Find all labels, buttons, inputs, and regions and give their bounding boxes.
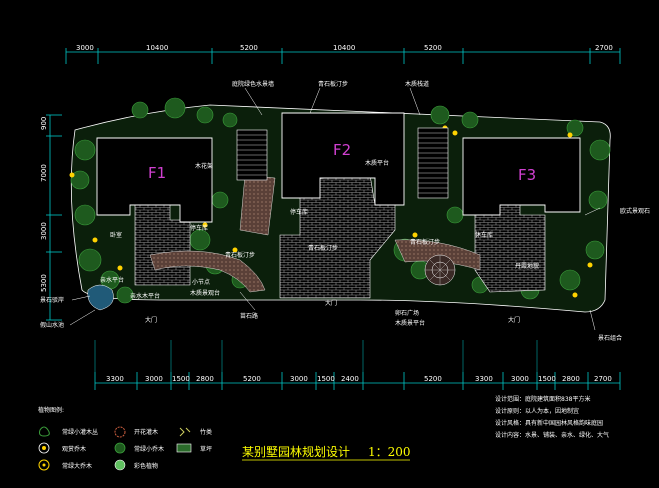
paving-area-f3 bbox=[474, 204, 546, 293]
dim-top-3: 5200 bbox=[240, 44, 258, 52]
stairs-left bbox=[236, 129, 268, 181]
dim-left-3: 3000 bbox=[40, 222, 48, 240]
drawing-scale: 1：200 bbox=[368, 445, 411, 459]
legend-lawn-icon bbox=[176, 443, 192, 453]
dim-top-6: 2700 bbox=[595, 44, 613, 52]
legend-item-8: 彩色植物 bbox=[134, 462, 158, 470]
label-gate-left: 大门 bbox=[145, 316, 157, 324]
legend-item-1: 常绿小灌木丛 bbox=[62, 428, 98, 436]
label-danxia: 丹霞地貌 bbox=[515, 262, 539, 270]
label-waterside-platform: 亲水平台 bbox=[100, 276, 124, 284]
building-label-f3: F3 bbox=[518, 166, 536, 184]
dim-bottom-8: 2400 bbox=[341, 375, 359, 383]
dim-bottom-10: 3300 bbox=[475, 375, 493, 383]
legend-large-tree-icon bbox=[38, 459, 50, 471]
legend-item-6: 草坪 bbox=[200, 445, 212, 453]
label-garage-left: 停车库 bbox=[190, 224, 208, 232]
label-pergola: 木花架 bbox=[195, 162, 213, 170]
legend-flower-shrub-icon bbox=[114, 426, 126, 438]
label-wood-platform: 木质平台 bbox=[365, 159, 389, 167]
top-dimension-chain: 3000 10400 5200 10400 5200 2700 bbox=[65, 44, 621, 64]
dim-left-1: 900 bbox=[40, 117, 48, 130]
legend-small-tree-icon bbox=[114, 442, 126, 454]
legend-item-3: 竹类 bbox=[200, 428, 212, 436]
dim-bottom-7: 1500 bbox=[317, 375, 335, 383]
stairs-right bbox=[417, 127, 449, 199]
building-f1: F1 bbox=[96, 137, 213, 223]
dim-bottom-14: 2700 bbox=[594, 375, 612, 383]
label-stone-path-top: 青石板汀步 bbox=[318, 80, 348, 88]
label-seedling-path: 苗石路 bbox=[240, 312, 258, 320]
label-wood-walkway: 木质栈道 bbox=[405, 80, 429, 88]
dim-bottom-4: 2800 bbox=[196, 375, 214, 383]
legend-item-7: 常绿大乔木 bbox=[62, 462, 92, 470]
building-f3: F3 bbox=[462, 137, 581, 216]
label-stone-path-left: 青石板汀步 bbox=[225, 251, 255, 259]
dim-bottom-5: 5200 bbox=[243, 375, 261, 383]
site-plan: F1 F2 F3 庭院绿色水景墙 青石板汀步 木质栈道 木花架 木质平台 停车库… bbox=[40, 80, 650, 342]
dim-left-2: 7000 bbox=[40, 164, 48, 182]
garden-path-right bbox=[394, 239, 481, 271]
dim-left-4: 5300 bbox=[40, 274, 48, 292]
dim-bottom-9: 5200 bbox=[424, 375, 442, 383]
label-stone-bank: 景石驳岸 bbox=[40, 296, 64, 304]
label-stone-group: 景石组合 bbox=[598, 334, 622, 342]
plan-annotations: 庭院绿色水景墙 青石板汀步 木质栈道 木花架 木质平台 停车库 卧室 停车库 休… bbox=[40, 80, 650, 342]
legend-item-5: 常绿小乔木 bbox=[134, 445, 164, 453]
dim-bottom-11: 3000 bbox=[511, 375, 529, 383]
legend-color-plant-icon bbox=[114, 459, 126, 471]
label-wood-deck: 木质景平台 bbox=[395, 319, 425, 327]
design-note-1: 设计范围：庭院建筑面积838平方米 bbox=[495, 395, 590, 403]
label-pebble-plaza: 卵石广场 bbox=[395, 309, 419, 317]
label-garage-center: 停车库 bbox=[290, 208, 308, 216]
label-gate-right: 大门 bbox=[508, 316, 520, 324]
legend-shrub-icon bbox=[39, 426, 50, 437]
label-small-node: 小节点 bbox=[192, 278, 210, 286]
building-f2: F2 bbox=[281, 112, 405, 206]
dim-top-5: 5200 bbox=[424, 44, 442, 52]
circular-plaza bbox=[424, 254, 456, 286]
design-note-4: 设计内容：水景、铺装、亲水、绿化、大气 bbox=[495, 431, 609, 439]
design-note-3: 设计风格：具有新中国园林风格韵味庭园 bbox=[495, 419, 603, 427]
dim-top-1: 3000 bbox=[76, 44, 94, 52]
pond bbox=[87, 284, 114, 311]
label-waterside-deck: 亲水木平台 bbox=[130, 292, 160, 300]
label-bedroom: 卧室 bbox=[110, 231, 122, 239]
legend-heading: 植物图例: bbox=[38, 406, 64, 414]
dim-bottom-1: 3300 bbox=[106, 375, 124, 383]
dim-top-2: 10400 bbox=[146, 44, 168, 52]
dim-bottom-3: 1500 bbox=[172, 375, 190, 383]
label-landscape-stone: 欧式景观石 bbox=[620, 207, 650, 215]
label-stone-path-right: 青石板汀步 bbox=[410, 238, 440, 246]
legend-bamboo-icon bbox=[179, 427, 191, 437]
garden-path-left bbox=[149, 250, 266, 293]
label-garage-right: 休车库 bbox=[475, 231, 493, 239]
dim-bottom-13: 2800 bbox=[562, 375, 580, 383]
building-label-f2: F2 bbox=[333, 141, 351, 159]
paving-area-f2 bbox=[279, 174, 396, 299]
label-water-wall: 庭院绿色水景墙 bbox=[232, 80, 274, 88]
title-block: 某别墅园林规划设计 1：200 bbox=[242, 444, 411, 461]
legend-item-2: 开花灌木 bbox=[134, 428, 158, 436]
dim-bottom-12: 1500 bbox=[538, 375, 556, 383]
left-dimension-chain: 900 7000 3000 5300 bbox=[40, 114, 62, 321]
bottom-dimension-chain: 3300 3000 1500 2800 5200 3000 1500 2400 … bbox=[94, 340, 621, 390]
design-note-2: 设计原则：以人为本，因地制宜 bbox=[495, 407, 579, 415]
drawing-title: 某别墅园林规划设计 bbox=[242, 444, 350, 459]
design-notes: 设计范围：庭院建筑面积838平方米 设计原则：以人为本，因地制宜 设计风格：具有… bbox=[495, 395, 609, 439]
label-wood-viewing-deck: 木质景观台 bbox=[190, 289, 220, 297]
label-stone-path-center: 青石板汀步 bbox=[308, 244, 338, 252]
dim-bottom-6: 3000 bbox=[290, 375, 308, 383]
label-rockery-pond: 假山水池 bbox=[40, 321, 64, 329]
legend-ornamental-tree-icon bbox=[38, 442, 50, 454]
building-label-f1: F1 bbox=[148, 164, 166, 182]
plant-legend: 植物图例: 常绿小灌木丛 开花灌木 竹类 观赏乔木 常绿小乔木 草坪 常绿大乔木… bbox=[38, 406, 212, 471]
legend-item-4: 观赏乔木 bbox=[62, 445, 86, 453]
label-gate-center: 大门 bbox=[325, 299, 337, 307]
dim-bottom-2: 3000 bbox=[145, 375, 163, 383]
dim-top-4: 10400 bbox=[333, 44, 355, 52]
